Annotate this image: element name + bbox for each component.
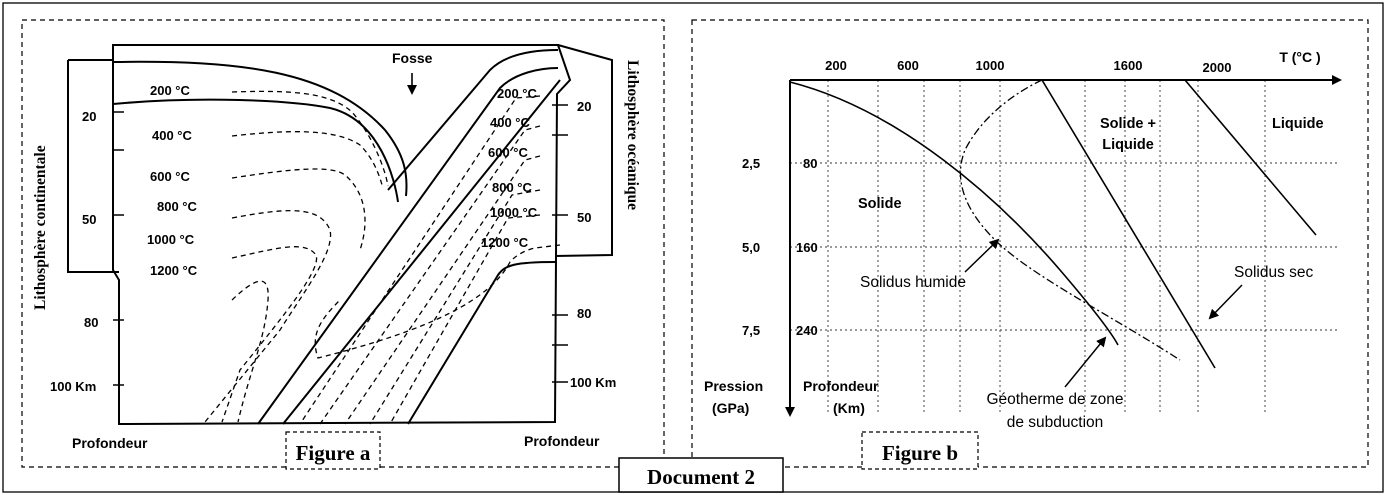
liquidus-line (1184, 79, 1317, 236)
x-tick-200: 200 (825, 58, 847, 73)
isotherm-label-right-400: 400 °C (490, 115, 531, 130)
right-depth-tick-100: 100 Km (570, 375, 616, 390)
figure-a-caption-box (285, 431, 381, 470)
isotherm-label-left-600: 600 °C (150, 169, 191, 184)
subduction-geotherm-curve (789, 81, 1119, 346)
document-label-box (618, 457, 784, 493)
left-depth-tick-80: 80 (84, 315, 98, 330)
isotherms-right (299, 95, 561, 425)
pressure-tick-7-5: 7,5 (742, 323, 760, 338)
isotherms-left (204, 90, 389, 423)
pressure-title-line1: Pression (704, 378, 763, 394)
dry-solidus-line (1041, 79, 1216, 369)
wet-solidus-arrow (964, 238, 1000, 273)
isotherm-label-left-400: 400 °C (152, 128, 193, 143)
depth-title-line1: Profondeur (803, 378, 879, 394)
isotherm-label-right-1200: 1200 °C (481, 235, 529, 250)
temperature-axis-title: T (°C ) (1279, 49, 1320, 65)
isotherm-label-right-600: 600 °C (488, 145, 529, 160)
figure-b-grid (790, 80, 1338, 415)
wet-solidus-label: Solidus humide (860, 274, 966, 291)
figure-a-caption: Figure a (296, 441, 371, 465)
depth-tick-80: 80 (803, 156, 817, 171)
figure-b-frame (691, 19, 1369, 468)
right-depth-tick-20: 20 (577, 99, 591, 114)
depth-scale-right (552, 104, 568, 383)
slab-top-line (387, 49, 559, 191)
x-tick-1600: 1600 (1114, 58, 1143, 73)
isotherm-label-left-1200: 1200 °C (150, 263, 198, 278)
pressure-tick-5-0: 5,0 (742, 240, 760, 255)
slab-base-line (407, 261, 556, 425)
pressure-title-line2: (GPa) (712, 400, 749, 416)
isotherm-label-right-1000: 1000 °C (490, 205, 538, 220)
zone-solide-label: Solide (858, 196, 902, 212)
figure-b-caption-box (861, 431, 979, 470)
document-title: Document 2 (647, 465, 755, 489)
figure-b-caption: Figure b (882, 441, 958, 465)
right-depth-tick-50: 50 (577, 210, 591, 225)
depth-tick-160: 160 (796, 240, 818, 255)
left-depth-tick-100: 100 Km (50, 379, 96, 394)
isotherm-label-left-800: 800 °C (157, 199, 198, 214)
figure-a: Fosse Lithosphère continentale Lithosphè… (32, 44, 641, 470)
left-depth-tick-20: 20 (82, 109, 96, 124)
zone-solide-liquide-line2: Liquide (1102, 137, 1154, 153)
isotherm-label-left-200: 200 °C (150, 83, 191, 98)
zone-solide-liquide-line1: Solide + (1100, 116, 1156, 132)
continental-lithosphere-label: Lithosphère continentale (32, 145, 49, 310)
right-depth-tick-80: 80 (577, 306, 591, 321)
oceanic-lithosphere-label: Lithosphère océanique (624, 60, 641, 210)
slab-middle-line (282, 79, 561, 425)
isotherm-label-right-800: 800 °C (492, 180, 533, 195)
oceanic-lithosphere-block (554, 44, 613, 257)
depth-tick-240: 240 (796, 323, 818, 338)
figure-a-frame (21, 19, 665, 468)
isotherm-label-left-1000: 1000 °C (147, 232, 195, 247)
isotherm-200-left (231, 90, 389, 187)
wet-solidus-curve (959, 79, 1181, 361)
figure-b: 200 600 1000 1600 2000 T (°C ) 2,5 5,0 7… (704, 49, 1342, 470)
slab-inner-line (257, 67, 559, 425)
pressure-tick-2-5: 2,5 (742, 156, 760, 171)
left-depth-title: Profondeur (72, 435, 148, 451)
continental-base-line (112, 98, 399, 203)
geotherm-arrow (1064, 336, 1107, 388)
depth-scale-left (113, 111, 124, 386)
isotherm-label-right-200: 200 °C (497, 86, 538, 101)
left-depth-tick-50: 50 (82, 212, 96, 227)
trench-label: Fosse (392, 50, 433, 66)
x-tick-1000: 1000 (976, 58, 1005, 73)
x-tick-2000: 2000 (1203, 60, 1232, 75)
dry-solidus-arrow (1208, 284, 1243, 320)
section-outline (112, 44, 572, 426)
right-depth-title: Profondeur (524, 433, 600, 449)
zone-liquide-label: Liquide (1272, 116, 1324, 132)
geotherm-label-line2: de subduction (1007, 414, 1104, 431)
geotherm-label-line1: Géotherme de zone (986, 391, 1123, 408)
x-tick-600: 600 (897, 58, 919, 73)
continental-lithosphere-block (67, 59, 119, 273)
trench-surface-line (112, 60, 408, 197)
dry-solidus-label: Solidus sec (1234, 264, 1314, 281)
depth-title-line2: (Km) (833, 400, 865, 416)
